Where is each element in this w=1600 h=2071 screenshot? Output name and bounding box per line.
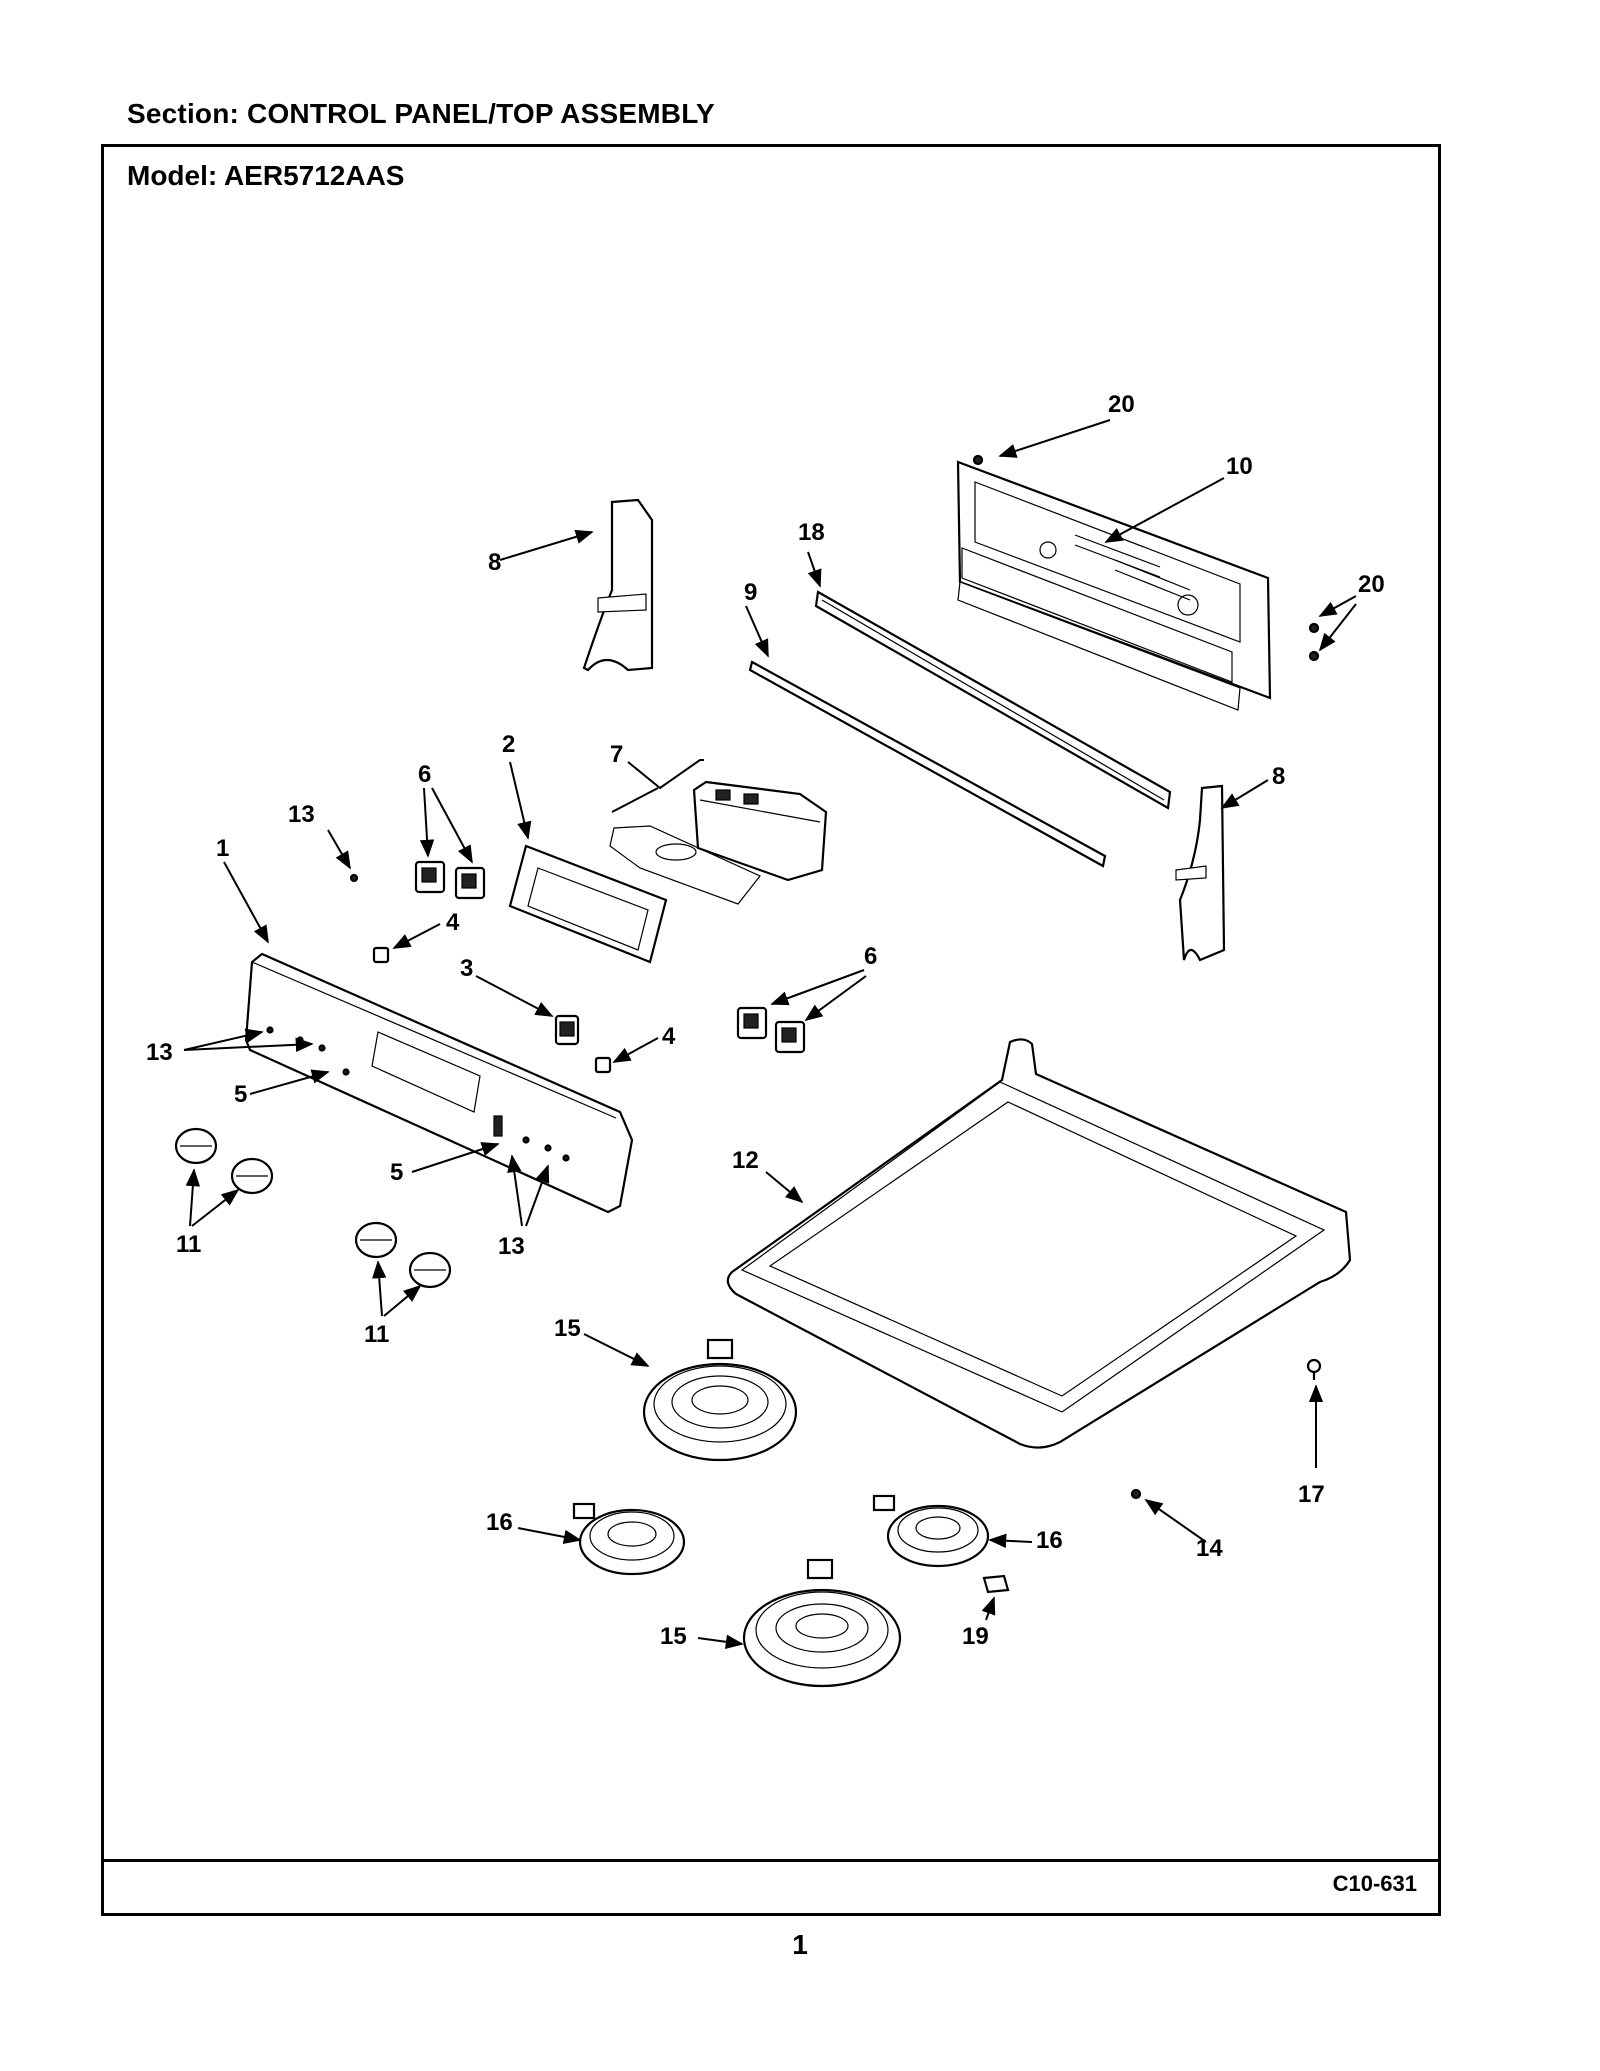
- part-13-screw: [349, 873, 359, 883]
- diagram-frame: [101, 144, 1441, 1916]
- part-16-element-left: [572, 1502, 686, 1576]
- part-14-screw: [1130, 1488, 1142, 1500]
- leader-lines: [183, 419, 1357, 1649]
- callout-10: 10: [1226, 453, 1253, 480]
- callout-20-right: 20: [1358, 571, 1385, 598]
- part-17-screw: [1306, 1358, 1322, 1380]
- part-9-trim-strip: [748, 660, 1107, 868]
- callout-16-left: 16: [486, 1509, 513, 1536]
- footer-divider: [101, 1859, 1438, 1862]
- callout-13-top: 13: [288, 801, 315, 828]
- callout-4-lower: 4: [662, 1023, 676, 1050]
- part-1-control-panel: [244, 952, 634, 1214]
- callout-15-lower: 15: [660, 1623, 687, 1650]
- callout-15-upper: 15: [554, 1315, 581, 1342]
- part-2-display-frame: [508, 844, 668, 964]
- part-12-cooktop: [726, 1038, 1352, 1449]
- part-8-end-cap-left: [582, 498, 654, 672]
- part-11-knob-2: [230, 1157, 274, 1195]
- part-11-knob-1: [174, 1127, 218, 1165]
- part-6-switch-upper-right: [454, 866, 486, 900]
- callout-12: 12: [732, 1147, 759, 1174]
- part-7-electronic-control: [609, 780, 828, 905]
- page-number: 1: [792, 1929, 808, 1960]
- part-11-knob-3: [354, 1221, 398, 1259]
- part-20-screws: [972, 454, 1320, 662]
- part-15-element-upper: [642, 1338, 798, 1462]
- callout-20-top: 20: [1108, 391, 1135, 418]
- callout-17: 17: [1298, 1481, 1325, 1508]
- part-8-end-cap-right: [1175, 784, 1226, 962]
- callout-9: 9: [744, 579, 757, 606]
- part-4-switch-upper: [372, 946, 390, 964]
- section-title: Section: CONTROL PANEL/TOP ASSEMBLY: [127, 98, 715, 129]
- callout-8-right: 8: [1272, 763, 1285, 790]
- part-6-switch-lower-right: [774, 1020, 806, 1054]
- callout-19: 19: [962, 1623, 989, 1650]
- callout-11-left: 11: [176, 1231, 201, 1258]
- callout-3: 3: [460, 955, 473, 982]
- document-code: C10-631: [1332, 1871, 1417, 1896]
- callout-13-bottom: 13: [498, 1233, 525, 1260]
- callout-14: 14: [1196, 1535, 1223, 1562]
- part-16-element-right: [872, 1494, 990, 1568]
- part-6-switch-lower-left: [736, 1006, 768, 1040]
- callout-6-lower: 6: [864, 943, 877, 970]
- callout-5-bottom: 5: [390, 1159, 403, 1186]
- part-11-knob-4: [408, 1251, 452, 1289]
- part-10-rear-panel: [956, 460, 1272, 711]
- callout-11-bottom: 11: [364, 1321, 389, 1348]
- model-title: Model: AER5712AAS: [127, 160, 405, 191]
- part-18-trim-strip: [814, 590, 1172, 810]
- part-19-clip: [982, 1574, 1010, 1594]
- part-6-switch-upper-left: [414, 860, 446, 894]
- callout-1: 1: [216, 835, 229, 862]
- callout-13-left: 13: [146, 1039, 173, 1066]
- callout-16-right: 16: [1036, 1527, 1063, 1554]
- part-3-rocker-switch: [554, 1014, 580, 1046]
- callout-5-left: 5: [234, 1081, 247, 1108]
- part-15-element-lower: [742, 1558, 902, 1688]
- callout-8-left: 8: [488, 549, 501, 576]
- callout-4-upper: 4: [446, 909, 460, 936]
- callout-7: 7: [610, 741, 623, 768]
- callout-6-upper: 6: [418, 761, 431, 788]
- callout-18: 18: [798, 519, 825, 546]
- callout-2: 2: [502, 731, 515, 758]
- part-4-switch-lower: [594, 1056, 612, 1074]
